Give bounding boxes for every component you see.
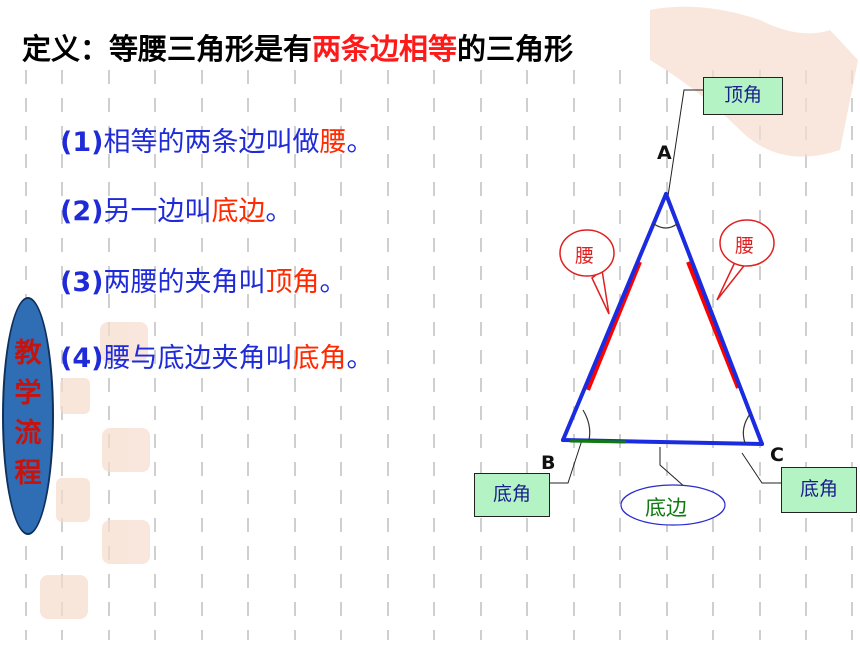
triangle-side-ab (561, 192, 668, 442)
leg-right-bubble (716, 219, 775, 301)
point-1: (1)相等的两条边叫做腰。 (60, 120, 373, 159)
title-suffix: 的三角形 (457, 32, 574, 66)
point-2-term: 底边 (211, 196, 266, 227)
badge-char-2: 学 (14, 378, 42, 409)
base-left-leader-line (550, 439, 583, 484)
base-angle-right-callout: 底角 (781, 467, 857, 513)
apex-angle-arc (653, 223, 678, 229)
teaching-flow-badge[interactable]: 教 学 流 程 (2, 297, 54, 535)
point-3-text: 两腰的夹角叫 (103, 267, 266, 298)
point-3-term: 顶角 (265, 267, 320, 298)
point-4-term: 底角 (292, 343, 347, 374)
point-1-number: (1) (60, 127, 104, 158)
badge-char-1: 教 (14, 338, 42, 369)
point-1-term: 腰 (319, 127, 347, 158)
point-2-number: (2) (60, 196, 104, 227)
point-4-end: 。 (346, 343, 374, 374)
point-1-end: 。 (346, 127, 374, 158)
base-right-leader-line (741, 452, 782, 484)
badge-char-4: 程 (14, 458, 42, 489)
base-green-segment (569, 439, 627, 444)
point-3-number: (3) (60, 267, 104, 298)
leg-left-label: 腰 (575, 245, 595, 267)
definition-title: 定义：等腰三角形是有两条边相等的三角形 (22, 26, 573, 68)
badge-char-3: 流 (14, 418, 42, 449)
leg-left-bubble (559, 229, 615, 315)
apex-angle-callout: 顶角 (703, 77, 783, 115)
triangle-side-ac (664, 192, 764, 446)
leg-right-label: 腰 (735, 235, 755, 257)
base-left-angle-arc (582, 409, 591, 441)
point-2-text: 另一边叫 (103, 196, 212, 227)
vertex-a-label: A (657, 142, 672, 164)
point-3-end: 。 (319, 267, 347, 298)
point-4: (4)腰与底边夹角叫底角。 (60, 336, 373, 375)
leg-left-red (586, 261, 642, 391)
point-4-number: (4) (60, 343, 104, 374)
point-4-text: 腰与底边夹角叫 (103, 343, 293, 374)
point-2: (2)另一边叫底边。 (60, 189, 292, 228)
base-callout-ellipse (620, 484, 726, 526)
vertex-b-label: B (541, 452, 556, 474)
base-angle-left-callout: 底角 (474, 473, 550, 517)
title-prefix: 定义：等腰三角形是有 (22, 32, 313, 66)
base-leader-line (659, 447, 687, 489)
point-3: (3)两腰的夹角叫顶角。 (60, 260, 346, 299)
vertex-c-label: C (770, 444, 784, 466)
base-label: 底边 (645, 496, 687, 520)
base-right-angle-arc (742, 413, 751, 444)
point-1-text: 相等的两条边叫做 (103, 127, 320, 158)
apex-leader-line (667, 89, 705, 197)
title-highlight: 两条边相等 (312, 32, 458, 66)
point-2-end: 。 (265, 196, 293, 227)
leg-right-red (686, 261, 740, 389)
